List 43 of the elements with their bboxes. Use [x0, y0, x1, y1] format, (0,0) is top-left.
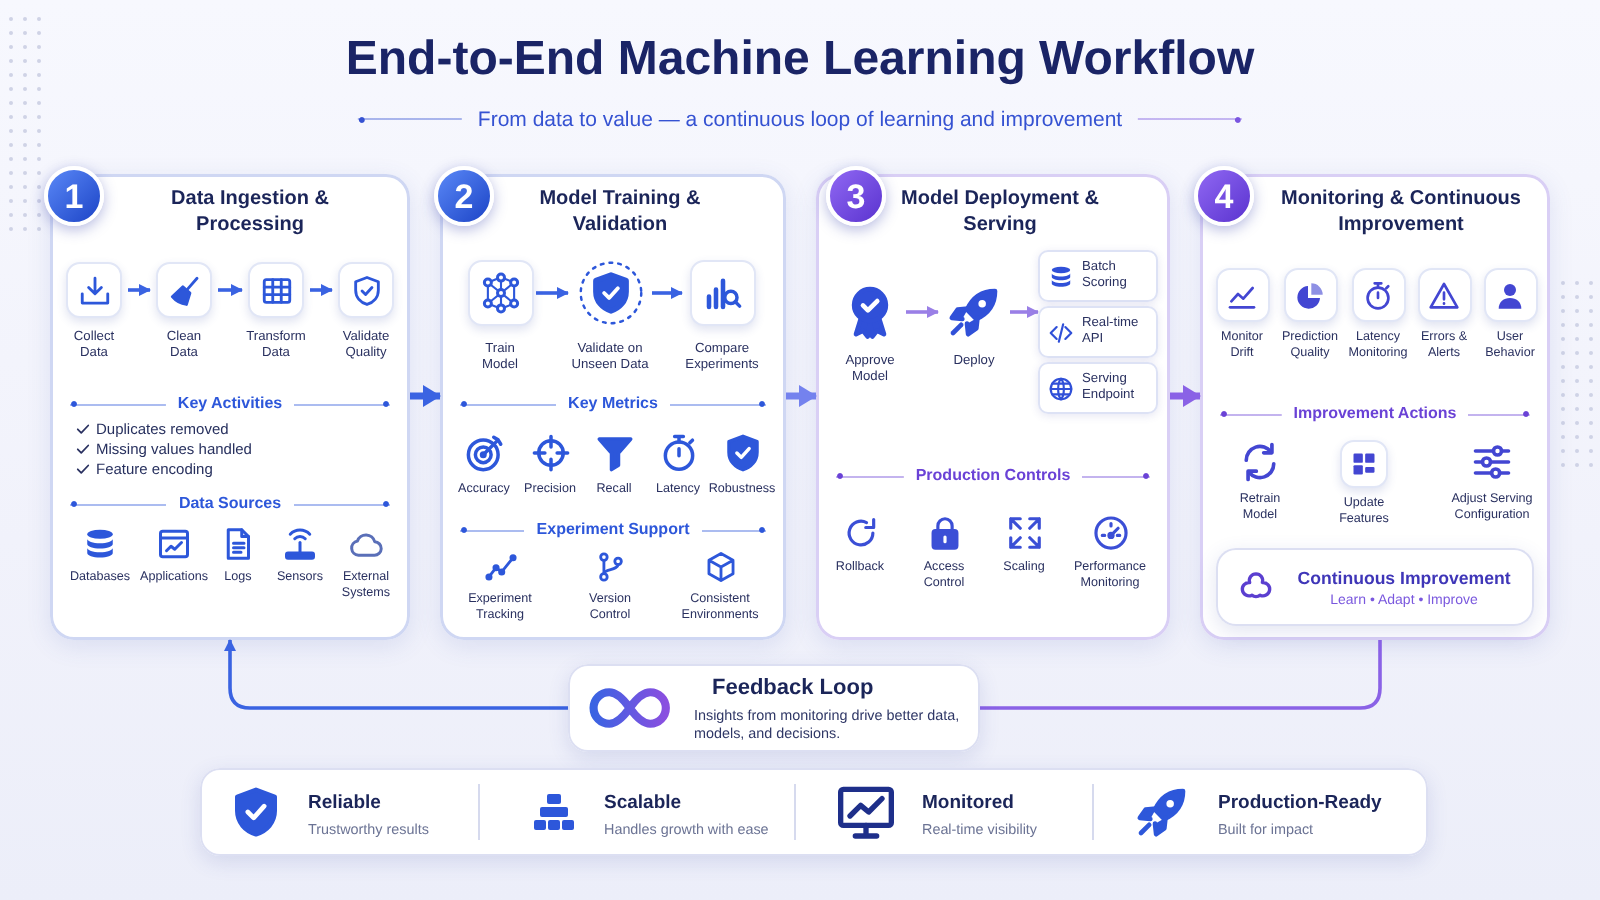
- connector-line: [980, 640, 1382, 710]
- section-heading: Data Sources: [178, 494, 282, 514]
- arrow: [536, 287, 569, 299]
- section-heading: Experiment Support: [536, 520, 690, 540]
- diagram-title: End-to-End Machine Learning Workflow: [345, 32, 1255, 88]
- card-title: Feedback Loop: [712, 676, 874, 700]
- benefit-title: Monitored: [922, 792, 1014, 814]
- subtitle: From data to value — a continuous loop of learning and improvement: [477, 107, 1123, 131]
- arrow: [1170, 385, 1201, 407]
- service-card: [1038, 362, 1158, 414]
- stage-panel: [816, 174, 1170, 640]
- section-heading: Improvement Actions: [1293, 404, 1457, 424]
- section-heading: Key Activities: [177, 394, 283, 414]
- benefit-title: Production-Ready: [1218, 792, 1382, 814]
- arrow: [786, 385, 817, 407]
- step-number: 2: [434, 166, 494, 226]
- section-heading: Production Controls: [915, 466, 1071, 486]
- arrow: [310, 284, 333, 296]
- section-heading: Key Metrics: [568, 394, 658, 414]
- feedback-card: [568, 664, 980, 752]
- arrow: [906, 306, 939, 318]
- step-number: 1: [44, 166, 104, 226]
- benefits-bar: [200, 768, 1428, 856]
- improvement-card: [1216, 548, 1534, 626]
- arrow: [218, 284, 243, 296]
- arrow: [128, 284, 151, 296]
- benefit-title: Reliable: [308, 792, 381, 814]
- stage-panel: [440, 174, 786, 640]
- card-title: Continuous Improvement: [1297, 567, 1511, 587]
- arrow: [1010, 306, 1039, 318]
- stage-panel: [50, 174, 410, 640]
- benefit-title: Scalable: [604, 792, 682, 814]
- step-number: 4: [1194, 166, 1254, 226]
- panel-title: Data Ingestion & Processing: [169, 188, 331, 238]
- stage-panel: [1200, 174, 1550, 640]
- panel-title: Model Deployment & Serving: [899, 188, 1101, 238]
- service-card: [1038, 250, 1158, 302]
- panel-title: Model Training & Validation: [537, 188, 703, 238]
- arrow: [410, 385, 441, 407]
- panel-title: Monitoring & Continuous Improvement: [1279, 188, 1523, 238]
- service-card: [1038, 306, 1158, 358]
- arrow: [224, 639, 568, 710]
- arrow: [652, 287, 683, 299]
